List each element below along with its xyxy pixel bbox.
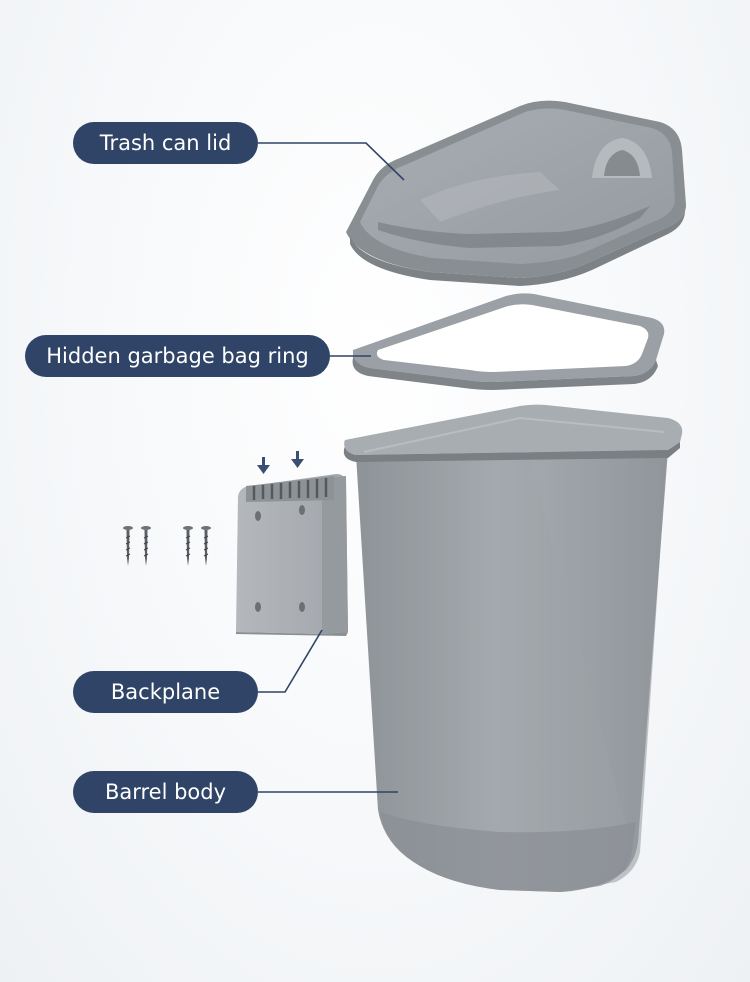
label-backplane: Backplane	[73, 671, 258, 713]
garbage-bag-ring	[352, 293, 665, 390]
label-hidden-garbage-bag-ring: Hidden garbage bag ring	[25, 335, 330, 377]
screw-icon	[183, 526, 193, 566]
leader-line-backplane	[258, 629, 323, 693]
trash-can-lid	[346, 100, 686, 286]
down-arrow-icon	[291, 451, 304, 468]
screw-icon	[123, 526, 133, 566]
mounting-screws	[123, 526, 211, 566]
barrel-body	[343, 404, 683, 892]
down-arrow-icon	[257, 457, 270, 474]
label-barrel-body: Barrel body	[73, 771, 258, 813]
leader-line-lid	[258, 142, 405, 181]
label-trash-can-lid: Trash can lid	[73, 122, 258, 164]
screw-icon	[201, 526, 211, 566]
screw-icon	[141, 526, 151, 566]
backplane	[236, 451, 348, 636]
